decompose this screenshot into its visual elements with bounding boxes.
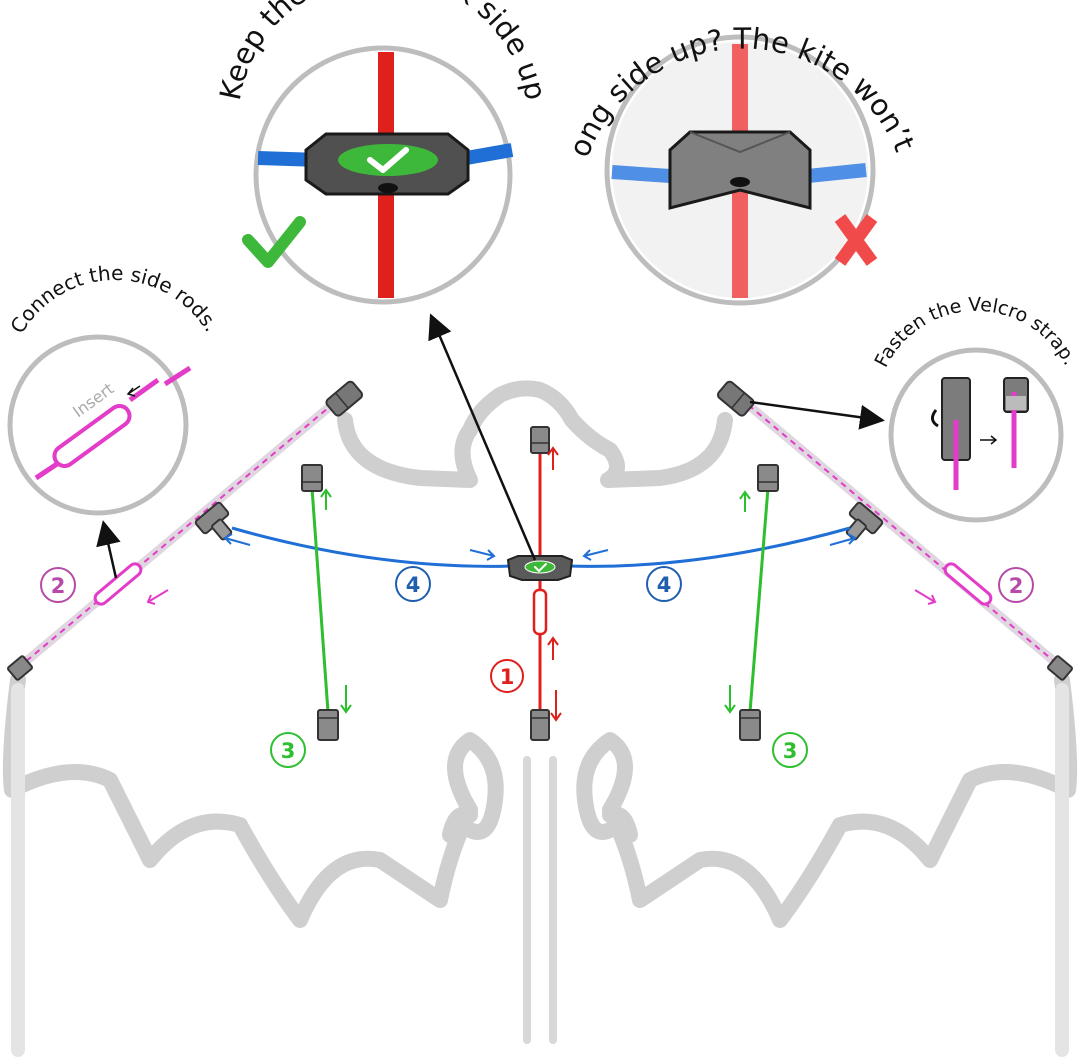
step-number-3-right: 3 — [772, 732, 808, 768]
blue-spreader-rod — [231, 526, 851, 568]
body-ridge — [523, 756, 557, 1044]
step-number-2-right: 2 — [998, 567, 1034, 603]
left-green-standoff — [301, 464, 339, 741]
direction-arrows — [146, 446, 937, 722]
callout-connect-rods: Insert — [7, 334, 192, 516]
svg-text:3: 3 — [783, 739, 798, 763]
svg-text:4: 4 — [406, 573, 421, 597]
callout-pointers — [96, 313, 885, 579]
right-rod-connector-tube — [943, 562, 993, 606]
svg-text:1: 1 — [500, 665, 515, 689]
left-side-rod — [15, 394, 343, 672]
left-rod-connector-tube — [93, 562, 143, 606]
wing-tails — [11, 683, 1069, 1057]
left-rod-bottom-cap — [7, 655, 33, 681]
center-connector — [506, 555, 574, 581]
x-mark-icon — [834, 214, 878, 266]
svg-text:3: 3 — [281, 739, 296, 763]
step-number-3-left: 3 — [270, 732, 306, 768]
bat-kite-outline — [2, 380, 1078, 928]
svg-text:2: 2 — [51, 574, 66, 598]
step-number-1: 1 — [490, 659, 524, 693]
left-t-connector — [194, 501, 233, 541]
right-side-rod — [737, 394, 1065, 672]
right-green-standoff — [739, 464, 779, 741]
step-number-2-left: 2 — [40, 567, 76, 603]
callout-connect-rods-label: Connect the side rods. — [5, 261, 223, 338]
svg-text:2: 2 — [1009, 574, 1024, 598]
callout-velcro-strap — [888, 347, 1064, 523]
step-number-4-right: 4 — [646, 566, 682, 602]
right-t-connector — [845, 501, 884, 541]
checkmark-icon — [242, 216, 306, 268]
right-rod-end-cap — [716, 380, 755, 417]
right-rod-bottom-cap — [1047, 655, 1073, 681]
checkmark-icon — [367, 147, 409, 173]
callout-correct-side — [242, 45, 514, 305]
callout-wrong-side — [604, 34, 878, 306]
left-rod-end-cap — [325, 380, 364, 417]
step-number-4-left: 4 — [395, 566, 431, 602]
red-spine-rod — [530, 426, 550, 741]
svg-text:4: 4 — [657, 573, 672, 597]
